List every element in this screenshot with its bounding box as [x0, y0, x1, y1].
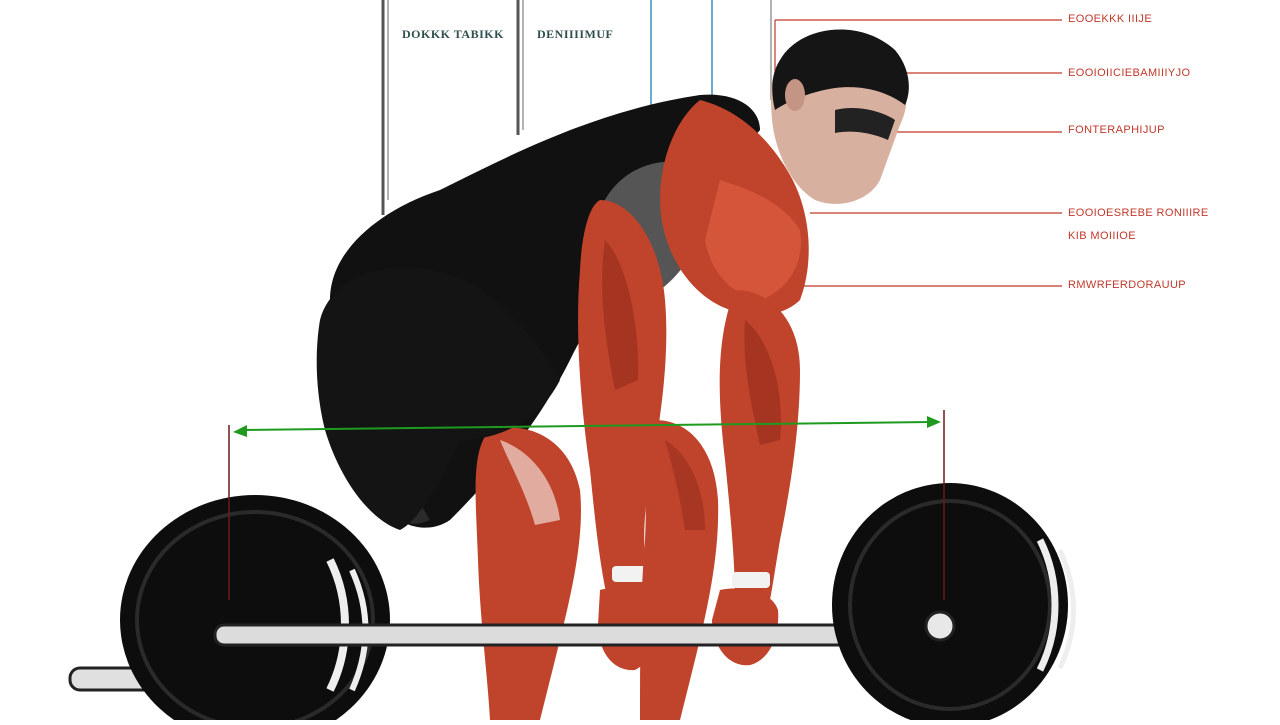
right-label-6: RMWRFERDORAUUP — [1068, 279, 1187, 291]
barbell-icon — [68, 483, 1076, 725]
right-label-2: EOOIOIICIEBAMIIIYJO — [1068, 67, 1191, 79]
right-label-3: FONTERAPHIJUP — [1068, 124, 1165, 136]
head — [770, 29, 909, 204]
muscle-anatomy — [475, 100, 809, 720]
measurement-arrow-icon — [228, 410, 945, 600]
top-label-1: DOKKK TABIKK — [402, 27, 504, 41]
top-label-2: DENIIIIMUF — [537, 27, 614, 41]
right-label-5: KIB MOIIIOE — [1068, 230, 1136, 242]
shorts — [316, 267, 560, 530]
right-label-1: EOOEKKK IIIJE — [1068, 13, 1153, 25]
right-label-4: EOOIOESREBE RONIIIRE — [1068, 207, 1209, 219]
